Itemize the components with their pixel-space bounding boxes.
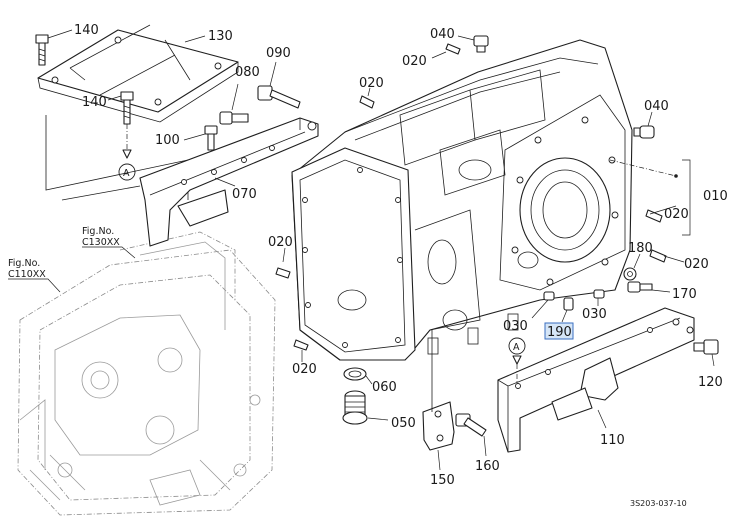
fig-ref-c110[interactable]: C110XX — [8, 269, 46, 280]
marker-a-upper-circle — [118, 163, 136, 181]
label-150[interactable]: 150 — [430, 473, 455, 488]
label-040-top[interactable]: 040 — [430, 27, 455, 42]
part-090-bolt[interactable] — [257, 85, 301, 109]
part-050-drain-plug[interactable] — [342, 390, 368, 425]
highlight-190 — [544, 322, 574, 340]
label-190[interactable]: 190 — [547, 325, 572, 340]
label-020-top[interactable]: 020 — [359, 76, 384, 91]
label-180[interactable]: 180 — [628, 241, 653, 256]
part-110-bracket[interactable] — [497, 307, 695, 453]
drawing-code: 3S203-037-10 — [630, 499, 687, 508]
part-140-bolt-bottom[interactable] — [120, 91, 134, 125]
part-020-pin-lower-right[interactable] — [649, 249, 667, 263]
label-100[interactable]: 100 — [155, 133, 180, 148]
part-080-bolt[interactable] — [219, 111, 249, 125]
part-160-bolt[interactable] — [455, 413, 487, 437]
part-060-oring[interactable] — [343, 367, 367, 381]
part-100-bolt[interactable] — [204, 125, 218, 151]
label-030-right[interactable]: 030 — [582, 307, 607, 322]
part-170-bolt[interactable] — [627, 281, 653, 293]
marker-a-lower-circle — [508, 337, 526, 355]
label-080[interactable]: 080 — [235, 65, 260, 80]
part-140-bolt-top[interactable] — [35, 34, 49, 66]
label-010[interactable]: 010 — [703, 189, 728, 204]
fig-ref-c130[interactable]: C130XX — [82, 237, 120, 248]
label-070[interactable]: 070 — [232, 187, 257, 202]
ghost-assembly-c110 — [17, 231, 276, 516]
label-020-upper[interactable]: 020 — [402, 54, 427, 69]
fig-label-1: Fig.No. — [82, 226, 114, 237]
label-160[interactable]: 160 — [475, 459, 500, 474]
part-180-washer[interactable] — [623, 267, 637, 281]
label-020-bottom[interactable]: 020 — [292, 362, 317, 377]
label-110[interactable]: 110 — [600, 433, 625, 448]
marker-a-lower: A — [513, 342, 520, 353]
part-040-plug-right[interactable] — [633, 125, 655, 139]
part-190-pin[interactable] — [563, 297, 574, 311]
label-140-top[interactable]: 140 — [74, 23, 99, 38]
part-020-pin-bottom[interactable] — [293, 339, 309, 351]
marker-a-upper: A — [123, 168, 130, 179]
part-120-bolt[interactable] — [693, 339, 719, 355]
label-090[interactable]: 090 — [266, 46, 291, 61]
part-030-plug-right[interactable] — [593, 289, 605, 299]
label-140-bottom[interactable]: 140 — [82, 95, 107, 110]
label-020-lower-right[interactable]: 020 — [684, 257, 709, 272]
label-020-right[interactable]: 020 — [664, 207, 689, 222]
label-170[interactable]: 170 — [672, 287, 697, 302]
part-040-plug-top[interactable] — [445, 35, 489, 55]
part-020-pin-top[interactable] — [359, 95, 375, 109]
part-070-bracket[interactable] — [139, 117, 319, 247]
part-010-transmission-case[interactable] — [291, 39, 633, 361]
part-020-pin-left[interactable] — [275, 267, 291, 279]
part-020-pin-right[interactable] — [645, 209, 663, 223]
part-030-plug-left[interactable] — [543, 291, 555, 301]
part-150-plate[interactable] — [422, 330, 455, 451]
label-050[interactable]: 050 — [391, 416, 416, 431]
part-130-cover-plate[interactable] — [37, 24, 239, 123]
label-060[interactable]: 060 — [372, 380, 397, 395]
fig-label-2: Fig.No. — [8, 258, 40, 269]
label-120[interactable]: 120 — [698, 375, 723, 390]
label-130[interactable]: 130 — [208, 29, 233, 44]
label-020-left[interactable]: 020 — [268, 235, 293, 250]
label-040-right[interactable]: 040 — [644, 99, 669, 114]
label-030-left[interactable]: 030 — [503, 319, 528, 334]
